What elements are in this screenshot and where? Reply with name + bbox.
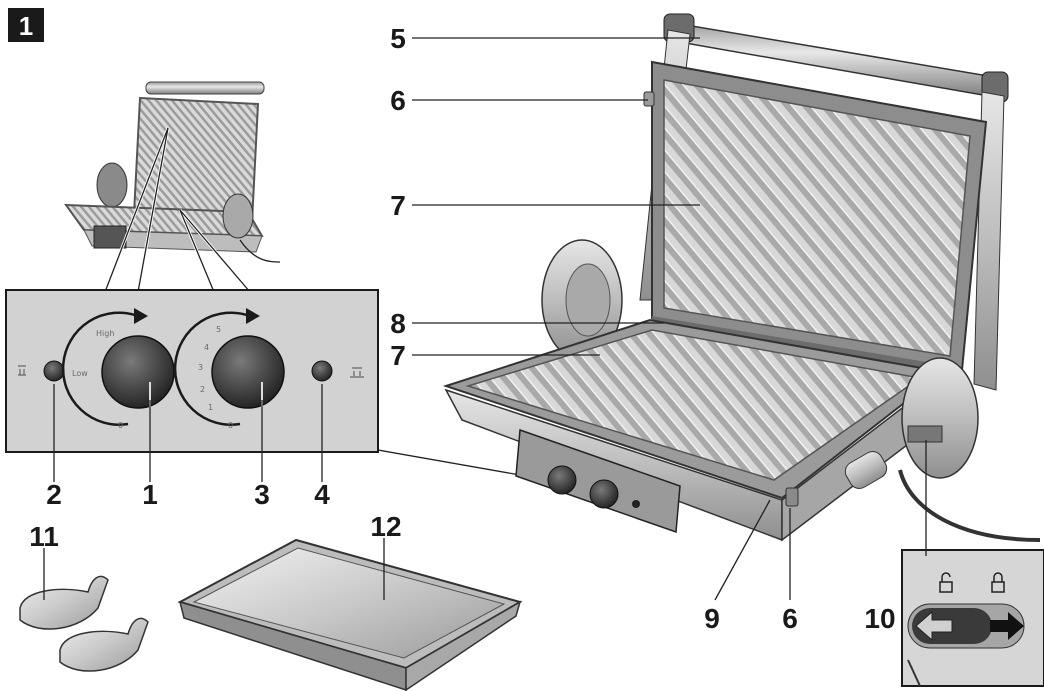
dial-left-label-high: High [96, 329, 114, 338]
dial-right-arc-arrow [173, 311, 251, 426]
arrow-right-icon [990, 612, 1024, 640]
knob-right [211, 335, 285, 409]
control-panel: High Low 0 5 4 3 2 1 0 [5, 289, 379, 453]
callout-7-upper: 7 [390, 190, 406, 221]
callout-9: 9 [704, 603, 720, 634]
dial-left-label-low: Low [72, 369, 88, 378]
callout-6-upper: 6 [390, 85, 406, 116]
callout-7-lower: 7 [390, 340, 406, 371]
small-grill-overview [63, 81, 281, 263]
leader-lines [43, 37, 927, 601]
callout-11: 11 [29, 521, 59, 552]
upper-plate-icon [350, 367, 364, 378]
dial-right-label-2: 2 [200, 385, 205, 394]
callout-3: 3 [254, 479, 270, 510]
callout-12: 12 [370, 511, 401, 542]
power-cord [898, 469, 1041, 542]
figure-number: 1 [19, 11, 33, 41]
plate-release-button-lower [785, 487, 799, 507]
callout-numbers: 5 6 7 8 7 2 1 3 4 11 12 9 6 10 [29, 23, 895, 634]
lower-grill-plate [442, 318, 947, 500]
lower-plate-icon [18, 365, 26, 376]
callout-6-lower: 6 [782, 603, 798, 634]
unlock-icon [939, 572, 953, 593]
dial-right-label-1: 1 [208, 403, 213, 412]
callout-2: 2 [46, 479, 62, 510]
dial-right-label-3: 3 [198, 363, 203, 372]
grill-plate-fat-trays [19, 575, 149, 672]
callout-5: 5 [390, 23, 406, 54]
lock-slider-inset [901, 549, 1044, 687]
dial-right-label-5: 5 [216, 325, 221, 334]
front-control-strip [515, 428, 681, 534]
contact-grill [442, 13, 1041, 542]
callout-1: 1 [142, 479, 158, 510]
indicator-light-left [43, 360, 65, 382]
plate-release-button-upper [643, 91, 655, 107]
dial-left-label-off: 0 [118, 421, 123, 430]
side-wheel-right [901, 357, 979, 479]
knob-left [101, 335, 175, 409]
dial-right-label-0: 0 [228, 421, 233, 430]
callout-10: 10 [864, 603, 895, 634]
dial-right-label-4: 4 [204, 343, 209, 352]
drip-tray [177, 538, 523, 691]
callout-8: 8 [390, 308, 406, 339]
indicator-light-right [311, 360, 333, 382]
panel-connector-lines [103, 127, 521, 476]
arrow-left-icon [915, 610, 953, 642]
figure-number-badge: 1 [8, 8, 44, 42]
lock-icon [991, 572, 1005, 593]
callout-4: 4 [314, 479, 330, 510]
dial-left-arc-arrow [61, 311, 139, 426]
upper-grill-plate [651, 60, 988, 372]
